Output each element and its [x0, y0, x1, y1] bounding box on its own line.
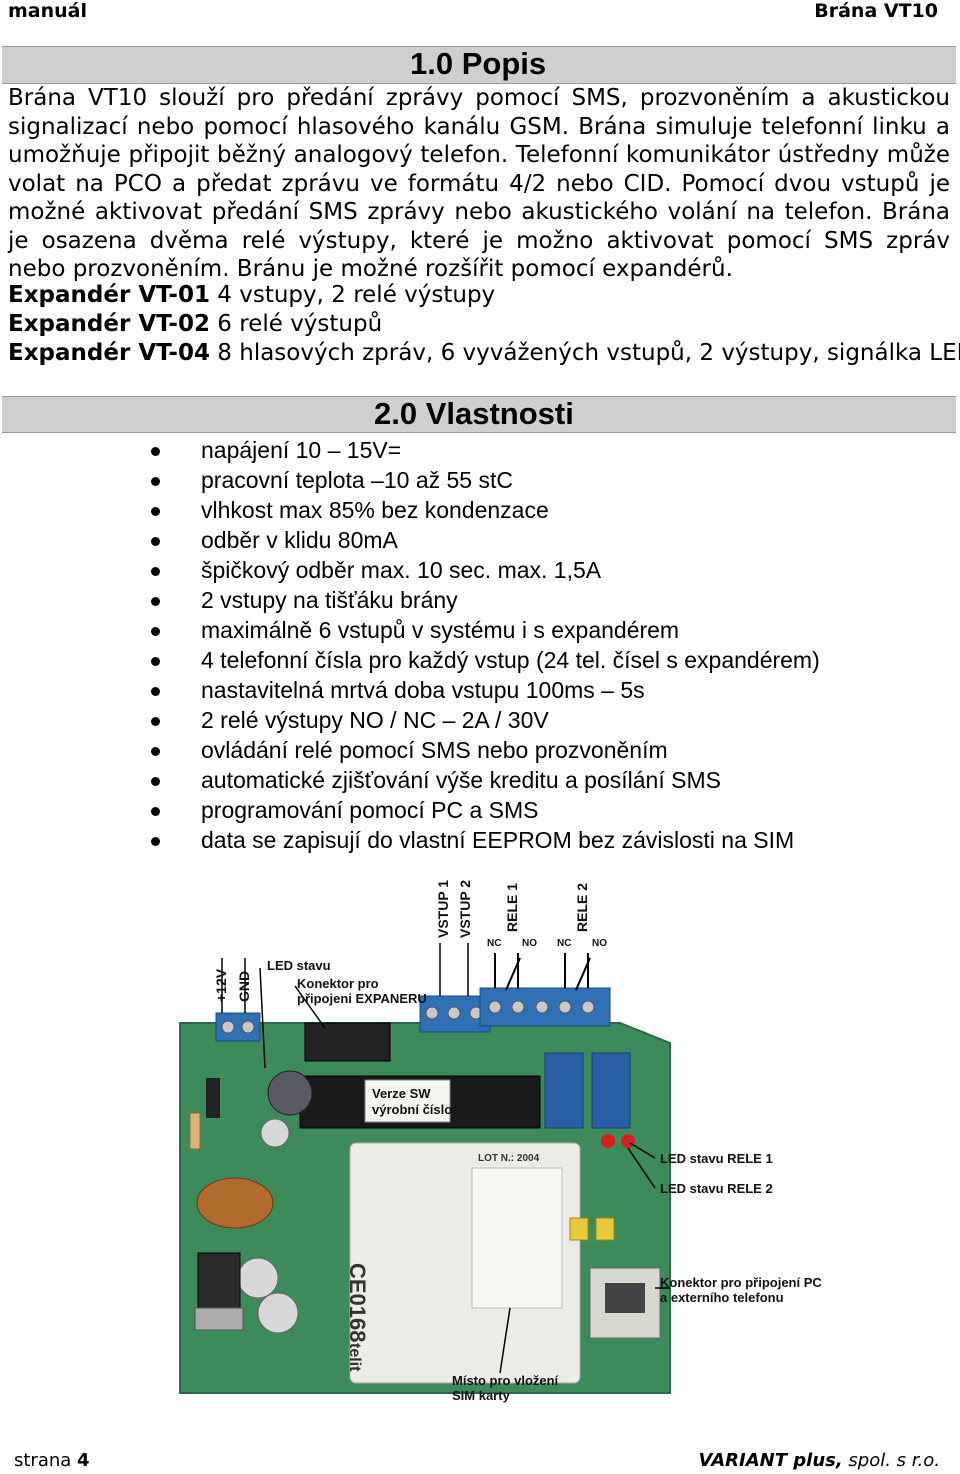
label-vyrobni-cislo: výrobní číslo: [372, 1102, 453, 1117]
capacitor: [267, 1070, 313, 1116]
section1-title: 1.0 Popis: [410, 46, 547, 81]
module-lot-number: LOT N.: 2004: [478, 1153, 540, 1164]
bullet-icon: [151, 807, 160, 816]
bullet-icon: [151, 777, 160, 786]
label-nc2: NC: [557, 938, 572, 949]
bullet-icon: [151, 537, 160, 546]
label-rele1: RELE 1: [504, 882, 520, 932]
bullet-icon: [151, 747, 160, 756]
list-item: ovládání relé pomocí SMS nebo prozvonění…: [0, 735, 820, 765]
expander-line-1: Expandér VT-01 4 vstupy, 2 relé výstupy: [8, 282, 958, 308]
bullet-icon: [151, 627, 160, 636]
label-konektor-pc-1: Konektor pro připojení PC: [660, 1275, 822, 1290]
module-ce-mark: CE0168: [345, 1263, 370, 1343]
bullet-icon: [151, 477, 160, 486]
expander-line-2: Expandér VT-02 6 relé výstupů: [8, 311, 958, 337]
expander-connector: [304, 1022, 391, 1062]
label-verze-sw: Verze SW: [372, 1086, 431, 1101]
footer-page: strana 4: [14, 1450, 90, 1471]
label-konektor-pc-2: a externího telefonu: [660, 1290, 784, 1305]
list-item: programování pomocí PC a SMS: [0, 795, 820, 825]
board-illustration: [179, 943, 671, 1394]
label-gnd: GND: [236, 970, 252, 1002]
pc-connector: [589, 1267, 661, 1339]
bullet-icon: [151, 507, 160, 516]
capacitor: [260, 1118, 290, 1148]
capacitor: [237, 1257, 279, 1299]
label-konektor-exp-2: připojeni EXPANERU: [297, 991, 427, 1006]
label-nc1: NC: [487, 938, 502, 949]
list-item: pracovní teplota –10 až 55 stC: [0, 465, 820, 495]
list-item: data se zapisují do vlastní EEPROM bez z…: [0, 825, 820, 855]
label-no1: NO: [522, 938, 537, 949]
expander-desc: 8 hlasových zpráv, 6 vyvážených vstupů, …: [209, 340, 960, 366]
list-item: špičkový odběr max. 10 sec. max. 1,5A: [0, 555, 820, 585]
resistor: [189, 1112, 201, 1150]
section2-heading-bar: 2.0 Vlastnosti: [2, 396, 956, 433]
section2-title: 2.0 Vlastnosti: [374, 396, 574, 431]
label-led-stavu: LED stavu: [267, 958, 331, 973]
list-item: odběr v klidu 80mA: [0, 525, 820, 555]
section1-heading-bar: 1.0 Popis: [2, 46, 956, 84]
led-relay-2: [621, 1134, 635, 1148]
bullet-icon: [151, 657, 160, 666]
header-right: Brána VT10: [814, 0, 938, 22]
page-header: manuál Brána VT10: [0, 0, 960, 30]
label-sim-2: SIM karty: [452, 1388, 510, 1403]
expander-desc: 4 vstupy, 2 relé výstupy: [209, 282, 496, 308]
bullet-icon: [151, 447, 160, 456]
list-item: 2 vstupy na tišťáku brány: [0, 585, 820, 615]
bullet-icon: [151, 837, 160, 846]
expander-name: Expandér VT-01: [8, 282, 210, 308]
list-item: nastavitelná mrtvá doba vstupu 100ms – 5…: [0, 675, 820, 705]
label-no2: NO: [592, 938, 607, 949]
voltage-regulator: [197, 1252, 241, 1309]
list-item: maximálně 6 vstupů v systému i s expandé…: [0, 615, 820, 645]
expander-name: Expandér VT-02: [8, 311, 210, 337]
relay-switch-symbols: [494, 953, 591, 991]
section1-body: Brána VT10 slouží pro předání zprávy pom…: [8, 84, 950, 284]
bullet-icon: [151, 687, 160, 696]
capacitor: [257, 1292, 299, 1334]
footer-company: VARIANT plus, spol. s r.o.: [698, 1450, 940, 1471]
list-item: 2 relé výstupy NO / NC – 2A / 30V: [0, 705, 820, 735]
board-figure: VSTUP 1 VSTUP 2 RELE 1 RELE 2 NC NO NC N…: [150, 868, 860, 1413]
expander-desc: 6 relé výstupů: [209, 311, 383, 337]
header-left: manuál: [8, 0, 88, 22]
label-led-rele2: LED stavu RELE 2: [660, 1181, 773, 1196]
bullet-icon: [151, 567, 160, 576]
relay-1: [544, 1052, 584, 1129]
led-relay-1: [601, 1134, 615, 1148]
list-item: automatické zjišťování výše kreditu a po…: [0, 765, 820, 795]
sw-version-sticker: [364, 1079, 451, 1123]
label-sim-1: Místo pro vložení: [452, 1373, 559, 1388]
label-vstup1: VSTUP 1: [435, 879, 451, 938]
sim-slot: [471, 1167, 563, 1309]
module-brand-logo: telit: [346, 1343, 363, 1372]
label-rele2: RELE 2: [574, 882, 590, 932]
intro-paragraph: Brána VT10 slouží pro předání zprávy pom…: [8, 85, 950, 282]
inductor-coil: [196, 1177, 274, 1229]
properties-list: napájení 10 – 15V= pracovní teplota –10 …: [0, 435, 820, 855]
expander-name: Expandér VT-04: [8, 340, 210, 366]
relay-2: [591, 1052, 631, 1129]
list-item: vlhkost max 85% bez kondenzace: [0, 495, 820, 525]
list-item: napájení 10 – 15V=: [0, 435, 820, 465]
label-konektor-exp-1: Konektor pro: [297, 976, 379, 991]
label-vstup2: VSTUP 2: [457, 879, 473, 938]
label-plus12v: +12V: [213, 968, 229, 1002]
bullet-icon: [151, 717, 160, 726]
diode: [206, 1078, 220, 1118]
label-led-rele1: LED stavu RELE 1: [660, 1151, 773, 1166]
expander-line-3: Expandér VT-04 8 hlasových zpráv, 6 vyvá…: [8, 340, 960, 366]
leader-lines: [221, 943, 670, 1374]
bullet-icon: [151, 597, 160, 606]
list-item: 4 telefonní čísla pro každý vstup (24 te…: [0, 645, 820, 675]
